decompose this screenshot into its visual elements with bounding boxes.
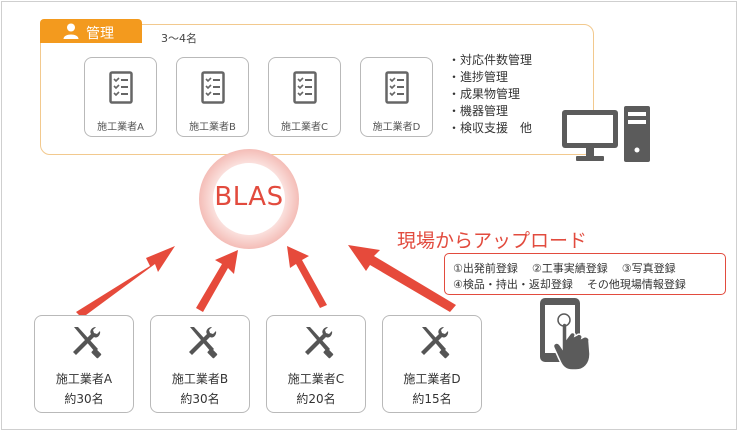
registration-item: ③写真登録: [621, 262, 676, 275]
card-label: 施工業者D: [372, 122, 421, 133]
wrench-screwdriver-icon: [421, 327, 450, 359]
management-count: 3〜4名: [161, 32, 197, 45]
blas-ring: [199, 149, 299, 249]
task-item: 機器管理: [448, 103, 532, 120]
worker-count: 約30名: [180, 392, 220, 406]
management-tab-label: 管理: [86, 26, 114, 42]
tablet-touch-icon: [540, 298, 591, 371]
registration-item: ①出発前登録: [453, 262, 518, 275]
contractor-card-d: 施工業者D: [360, 57, 433, 137]
card-label: 施工業者B: [189, 122, 236, 133]
worker-card-d: 施工業者D 約15名: [382, 315, 482, 413]
wrench-screwdriver-icon: [73, 327, 102, 359]
worker-card-c: 施工業者C 約20名: [266, 315, 366, 413]
worker-count: 約15名: [412, 392, 452, 406]
registration-item: ④検品・持出・返却登録: [453, 278, 573, 291]
worker-name: 施工業者C: [287, 372, 345, 386]
registration-box: ①出発前登録 ②工事実績登録 ③写真登録 ④検品・持出・返却登録その他現場情報登録: [444, 253, 726, 295]
checklist-icon: [293, 71, 317, 104]
user-icon: [63, 23, 79, 39]
management-box: [40, 24, 594, 155]
checklist-icon: [201, 71, 225, 104]
task-item: 対応件数管理: [448, 52, 532, 69]
worker-name: 施工業者B: [171, 372, 229, 386]
arrow-d: [348, 245, 456, 312]
registration-line-1: ①出発前登録 ②工事実績登録 ③写真登録: [453, 260, 690, 276]
desktop-computer-icon: [562, 106, 650, 162]
registration-item: ②工事実績登録: [531, 262, 608, 275]
contractor-card-b: 施工業者B: [176, 57, 249, 137]
management-task-list: 対応件数管理 進捗管理 成果物管理 機器管理 検収支援 他: [448, 52, 532, 137]
registration-item: その他現場情報登録: [586, 278, 686, 291]
wrench-screwdriver-icon: [305, 327, 334, 359]
task-item: 成果物管理: [448, 86, 532, 103]
blas-label: BLAS: [214, 182, 284, 212]
arrow-c: [287, 246, 327, 308]
card-label: 施工業者C: [281, 122, 328, 133]
checklist-icon: [109, 71, 133, 104]
task-item: 検収支援 他: [448, 120, 532, 137]
worker-name: 施工業者D: [403, 372, 461, 386]
arrow-a: [76, 246, 175, 318]
arrow-b: [196, 250, 238, 312]
contractor-card-a: 施工業者A: [84, 57, 157, 137]
contractor-card-c: 施工業者C: [268, 57, 341, 137]
wrench-screwdriver-icon: [189, 327, 218, 359]
worker-card-b: 施工業者B 約30名: [150, 315, 250, 413]
upload-title: 現場からアップロード: [397, 230, 588, 252]
registration-line-2: ④検品・持出・返却登録その他現場情報登録: [453, 276, 700, 292]
task-item: 進捗管理: [448, 69, 532, 86]
card-label: 施工業者A: [97, 122, 144, 133]
worker-count: 約30名: [64, 392, 104, 406]
worker-name: 施工業者A: [55, 372, 113, 386]
worker-card-a: 施工業者A 約30名: [34, 315, 134, 413]
checklist-icon: [385, 71, 409, 104]
worker-count: 約20名: [296, 392, 336, 406]
management-tab: 管理: [40, 19, 142, 43]
